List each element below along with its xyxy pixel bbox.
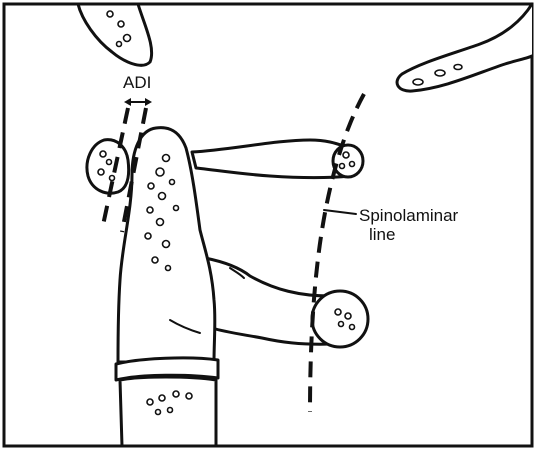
c1-anterior-arch (85, 138, 131, 195)
spinolaminar-label-line-1: Spinolaminar (359, 206, 459, 225)
spinolaminar-label-line-2: line (369, 225, 396, 244)
basion-fragment (76, 2, 153, 67)
adi-double-arrow (124, 98, 152, 106)
opisthion-fragment (395, 2, 534, 93)
c3-body (118, 375, 218, 448)
c2-posterior-element (203, 256, 370, 349)
adi-dashed-line-posterior (120, 107, 148, 233)
spinolaminar-label: Spinolaminar line (359, 206, 479, 244)
adi-label: ADI (123, 73, 152, 92)
spinolaminar-leader-line (323, 209, 357, 215)
c1-posterior-arch (190, 138, 365, 179)
adi-dashed-line-anterior (100, 107, 130, 231)
